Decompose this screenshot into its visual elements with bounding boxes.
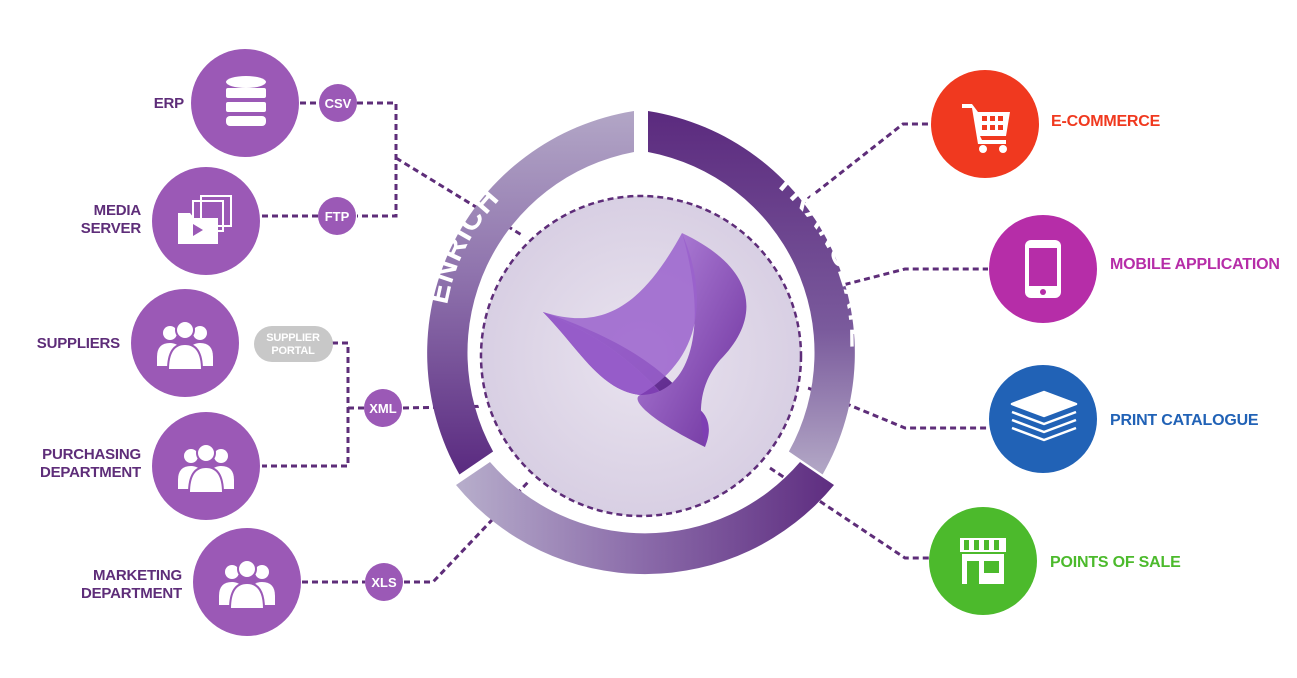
source-label-media-server-line1: MEDIA xyxy=(94,202,142,219)
stacked-pages-icon xyxy=(1010,390,1078,442)
source-node-suppliers: SUPPLIERS xyxy=(37,289,239,397)
output-node-points-of-sale: POINTS OF SALE xyxy=(929,507,1181,615)
ring-dashed-orbit xyxy=(479,194,803,518)
format-label-xls: XLS xyxy=(371,575,397,590)
format-label-xml: XML xyxy=(369,401,397,416)
source-node-purchasing-department: PURCHASING DEPARTMENT xyxy=(40,412,260,520)
central-ring: ENRICH TRANSLATE CONTROL xyxy=(422,111,875,611)
people-group-icon xyxy=(178,443,234,494)
source-node-media-server: MEDIA SERVER xyxy=(81,167,260,275)
format-label-csv: CSV xyxy=(325,96,352,111)
format-badge-csv: CSV xyxy=(319,84,357,122)
people-group-icon xyxy=(219,559,275,610)
database-icon xyxy=(226,76,266,126)
format-badge-ftp: FTP xyxy=(318,197,356,235)
source-label-media-server-line2: SERVER xyxy=(81,220,142,237)
source-label-purchasing-line1: PURCHASING xyxy=(42,446,141,463)
source-label-suppliers: SUPPLIERS xyxy=(37,335,120,352)
format-label-supplier-portal-line1: SUPPLIER xyxy=(266,332,320,344)
smartphone-icon xyxy=(1025,240,1061,298)
format-badge-supplier-portal: SUPPLIER PORTAL xyxy=(254,326,333,362)
storefront-icon xyxy=(960,538,1006,584)
ring-segment-control xyxy=(456,462,834,575)
ring-segment-translate xyxy=(648,111,855,475)
center-logo-shape xyxy=(543,233,747,447)
output-node-e-commerce: E-COMMERCE xyxy=(931,70,1161,178)
people-group-icon xyxy=(157,320,213,371)
output-label-print-catalogue: PRINT CATALOGUE xyxy=(1110,412,1259,429)
format-label-supplier-portal-line2: PORTAL xyxy=(271,345,315,357)
shopping-cart-icon xyxy=(962,104,1010,153)
source-label-marketing-line2: DEPARTMENT xyxy=(81,585,182,602)
output-label-mobile-application: MOBILE APPLICATION xyxy=(1110,256,1280,273)
output-node-print-catalogue: PRINT CATALOGUE xyxy=(989,365,1259,473)
output-node-mobile-application: MOBILE APPLICATION xyxy=(989,215,1280,323)
ring-segment-enrich xyxy=(427,111,634,475)
output-label-points-of-sale: POINTS OF SALE xyxy=(1050,554,1181,571)
source-label-marketing-line1: MARKETING xyxy=(93,567,182,584)
source-label-erp: ERP xyxy=(154,95,184,112)
format-badge-xml: XML xyxy=(364,389,402,427)
format-badge-xls: XLS xyxy=(365,563,403,601)
source-node-marketing-department: MARKETING DEPARTMENT xyxy=(81,528,301,636)
output-label-e-commerce: E-COMMERCE xyxy=(1051,113,1161,130)
source-label-purchasing-line2: DEPARTMENT xyxy=(40,464,141,481)
media-files-icon xyxy=(178,195,232,244)
source-node-erp: ERP xyxy=(154,49,299,157)
format-label-ftp: FTP xyxy=(325,209,350,224)
